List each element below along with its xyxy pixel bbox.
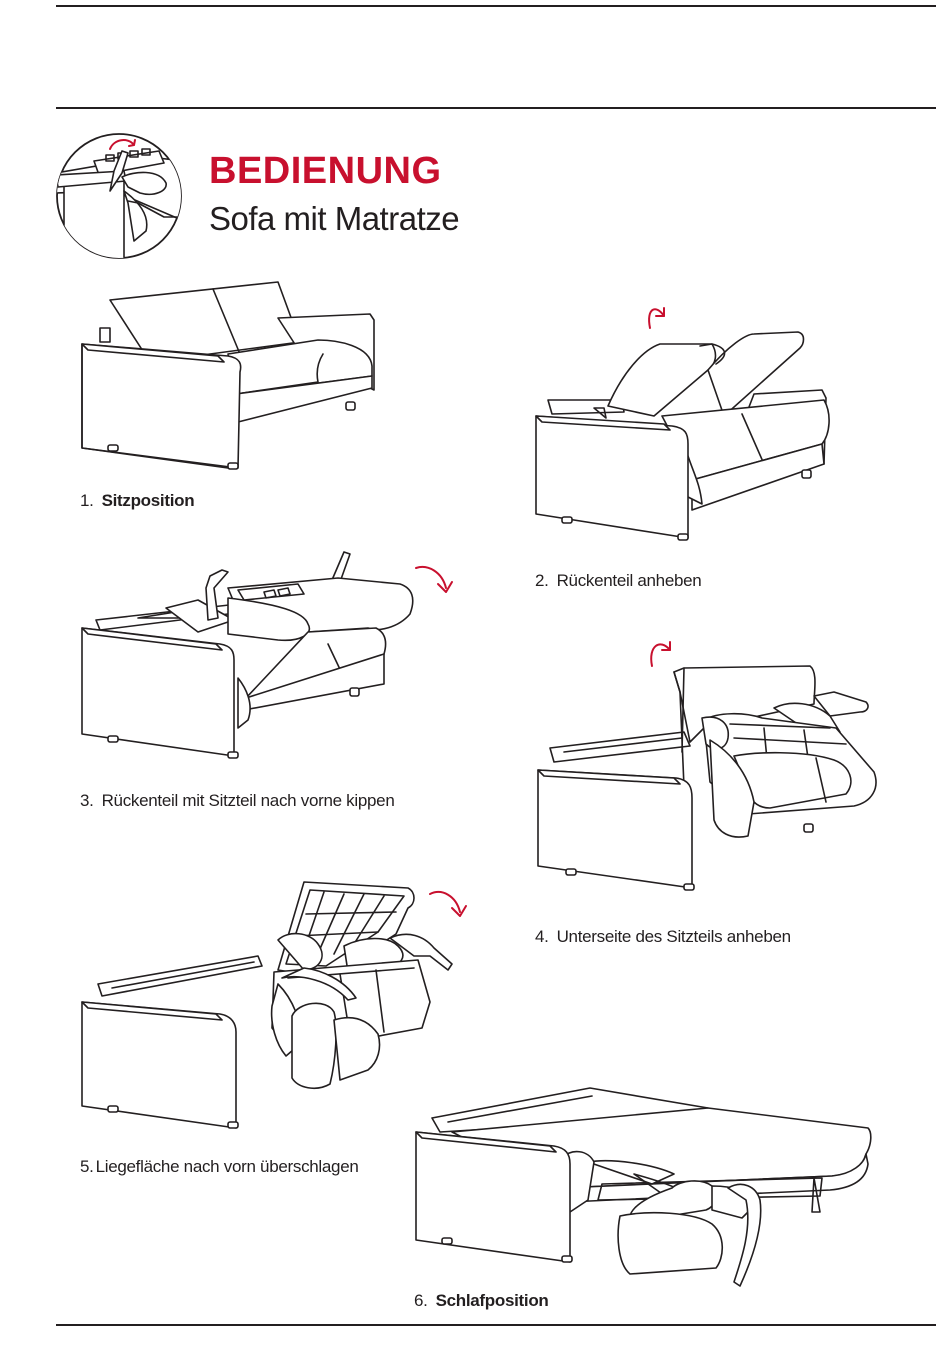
step-5-caption: 5.Liegefläche nach vorn überschlagen xyxy=(80,1157,359,1177)
bottom-rule xyxy=(56,1324,936,1326)
step-label: Schlafposition xyxy=(436,1291,549,1310)
sofa-sleeping-illustration xyxy=(412,1088,882,1286)
step-number: 6. xyxy=(414,1291,428,1311)
sofa-sitting-illustration xyxy=(78,282,378,474)
step-1-caption: 1. Sitzposition xyxy=(80,491,194,511)
rotation-arrow-icon xyxy=(649,309,664,328)
step-number: 4. xyxy=(535,927,549,947)
page-subtitle: Sofa mit Matratze xyxy=(209,200,459,238)
sofa-seat-underside-raised-illustration xyxy=(534,632,884,890)
sofa-tilt-forward-illustration xyxy=(78,548,458,758)
step-label: Rückenteil anheben xyxy=(557,571,702,590)
top-rule xyxy=(56,5,936,7)
step-number: 2. xyxy=(535,571,549,591)
step-label: Rückenteil mit Sitzteil nach vorne kippe… xyxy=(102,791,395,810)
rotation-arrow-icon xyxy=(651,644,670,666)
rotation-arrow-icon xyxy=(430,892,460,912)
step-label: Sitzposition xyxy=(102,491,195,510)
step-label: Unterseite des Sitzteils anheben xyxy=(557,927,791,946)
rotation-arrow-icon xyxy=(416,567,446,588)
sofa-mechanism-icon xyxy=(54,131,184,261)
step-number: 1. xyxy=(80,491,94,511)
header-rule xyxy=(56,107,936,109)
step-6-caption: 6. Schlafposition xyxy=(414,1291,549,1311)
sofa-backrest-raised-illustration xyxy=(532,304,834,544)
step-label: Liegefläche nach vorn überschlagen xyxy=(96,1157,359,1176)
step-3-caption: 3. Rückenteil mit Sitzteil nach vorne kip… xyxy=(80,791,394,811)
step-number: 3. xyxy=(80,791,94,811)
step-4-caption: 4. Unterseite des Sitzteils anheben xyxy=(535,927,791,947)
step-2-caption: 2. Rückenteil anheben xyxy=(535,571,701,591)
page-title: BEDIENUNG xyxy=(209,150,442,193)
step-number: 5. xyxy=(80,1157,94,1177)
